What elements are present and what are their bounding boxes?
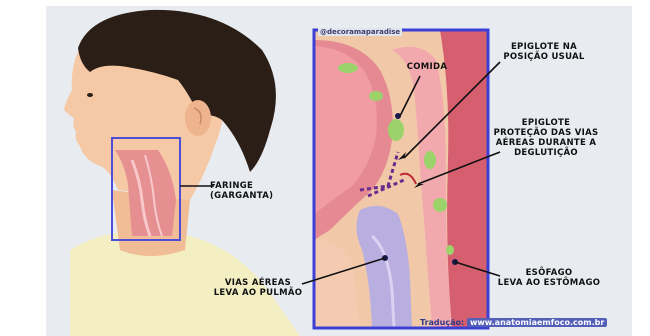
label-epiglote-protecao: EPIGLOTE PROTEÇÃO DAS VIAS AÉREAS DURANT… — [492, 118, 600, 158]
ear — [185, 100, 211, 136]
credit-prefix: Tradução: — [420, 318, 464, 327]
watermark: @decoramaparadise — [318, 28, 402, 36]
food-bolus — [338, 63, 358, 73]
label-comida: COMIDA — [402, 62, 452, 72]
label-esofago: ESÔFAGO LEVA AO ESTÔMAGO — [494, 268, 604, 288]
credit-url[interactable]: www.anatomiaemfoco.com.br — [467, 318, 607, 327]
throat-zoom — [314, 30, 488, 328]
label-vias-aereas: VIAS AÉREAS LEVA AO PULMÃO — [212, 278, 304, 298]
label-faringe: FARINGE (GARGANTA) — [210, 181, 280, 201]
label-epiglote-usual: EPIGLOTE NA POSIÇÃO USUAL — [498, 42, 590, 62]
translation-credit: Tradução: www.anatomiaemfoco.com.br — [420, 318, 630, 327]
eye — [87, 93, 93, 97]
